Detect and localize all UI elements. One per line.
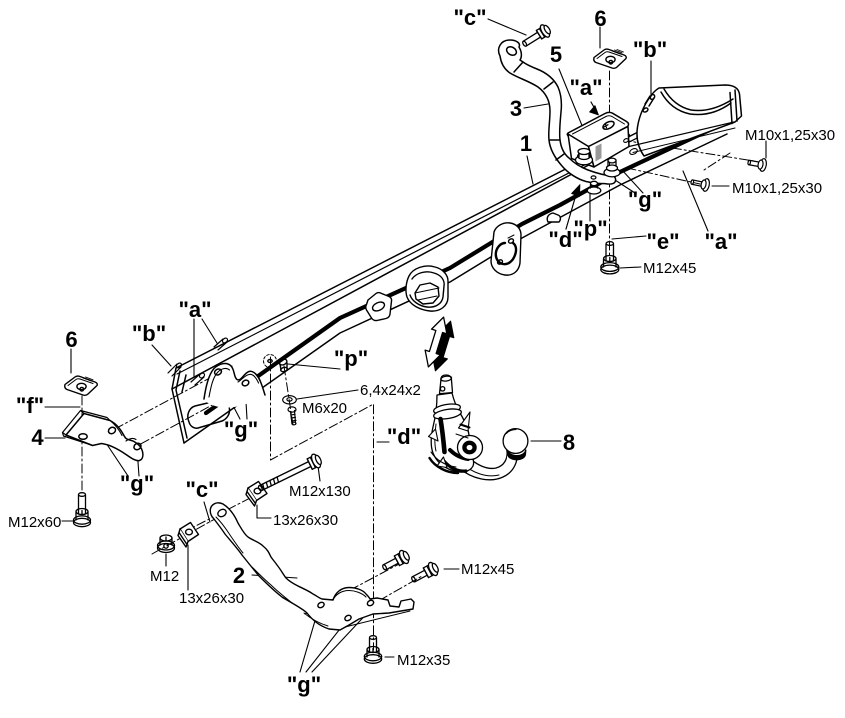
svg-text:M12x60: M12x60 bbox=[8, 514, 61, 531]
svg-text:"b": "b" bbox=[633, 37, 667, 62]
svg-text:"g": "g" bbox=[287, 672, 321, 697]
svg-text:"p": "p" bbox=[573, 216, 607, 241]
svg-text:8: 8 bbox=[563, 430, 575, 455]
svg-text:"d": "d" bbox=[548, 227, 582, 252]
svg-text:6,4x24x2: 6,4x24x2 bbox=[360, 382, 421, 399]
svg-text:5: 5 bbox=[550, 42, 562, 67]
svg-text:13x26x30: 13x26x30 bbox=[273, 512, 338, 529]
svg-text:"a": "a" bbox=[704, 229, 737, 254]
svg-text:"c": "c" bbox=[453, 5, 486, 30]
svg-text:6: 6 bbox=[65, 327, 77, 352]
svg-text:"g": "g" bbox=[628, 187, 662, 212]
svg-text:"g": "g" bbox=[120, 471, 154, 496]
svg-text:M12x35: M12x35 bbox=[397, 652, 450, 669]
svg-text:M12: M12 bbox=[150, 568, 179, 585]
svg-text:M12x45: M12x45 bbox=[643, 260, 696, 277]
svg-text:"f": "f" bbox=[16, 393, 44, 418]
svg-text:M12x130: M12x130 bbox=[289, 483, 351, 500]
svg-text:"a": "a" bbox=[569, 75, 602, 100]
svg-text:"b": "b" bbox=[132, 321, 166, 346]
svg-text:M10x1,25x30: M10x1,25x30 bbox=[732, 180, 822, 197]
svg-text:"e": "e" bbox=[646, 229, 679, 254]
svg-text:"d": "d" bbox=[387, 424, 421, 449]
svg-text:M10x1,25x30: M10x1,25x30 bbox=[745, 127, 835, 144]
svg-text:"g": "g" bbox=[224, 417, 258, 442]
svg-text:"c": "c" bbox=[185, 477, 218, 502]
svg-text:"a": "a" bbox=[178, 297, 211, 322]
svg-text:13x26x30: 13x26x30 bbox=[179, 590, 244, 607]
svg-text:M6x20: M6x20 bbox=[302, 400, 347, 417]
svg-text:1: 1 bbox=[520, 131, 532, 156]
svg-text:4: 4 bbox=[31, 425, 44, 450]
svg-text:6: 6 bbox=[594, 6, 606, 31]
svg-text:3: 3 bbox=[510, 96, 522, 121]
svg-text:2: 2 bbox=[233, 563, 245, 588]
svg-text:"p": "p" bbox=[334, 346, 368, 371]
svg-text:M12x45: M12x45 bbox=[461, 561, 514, 578]
